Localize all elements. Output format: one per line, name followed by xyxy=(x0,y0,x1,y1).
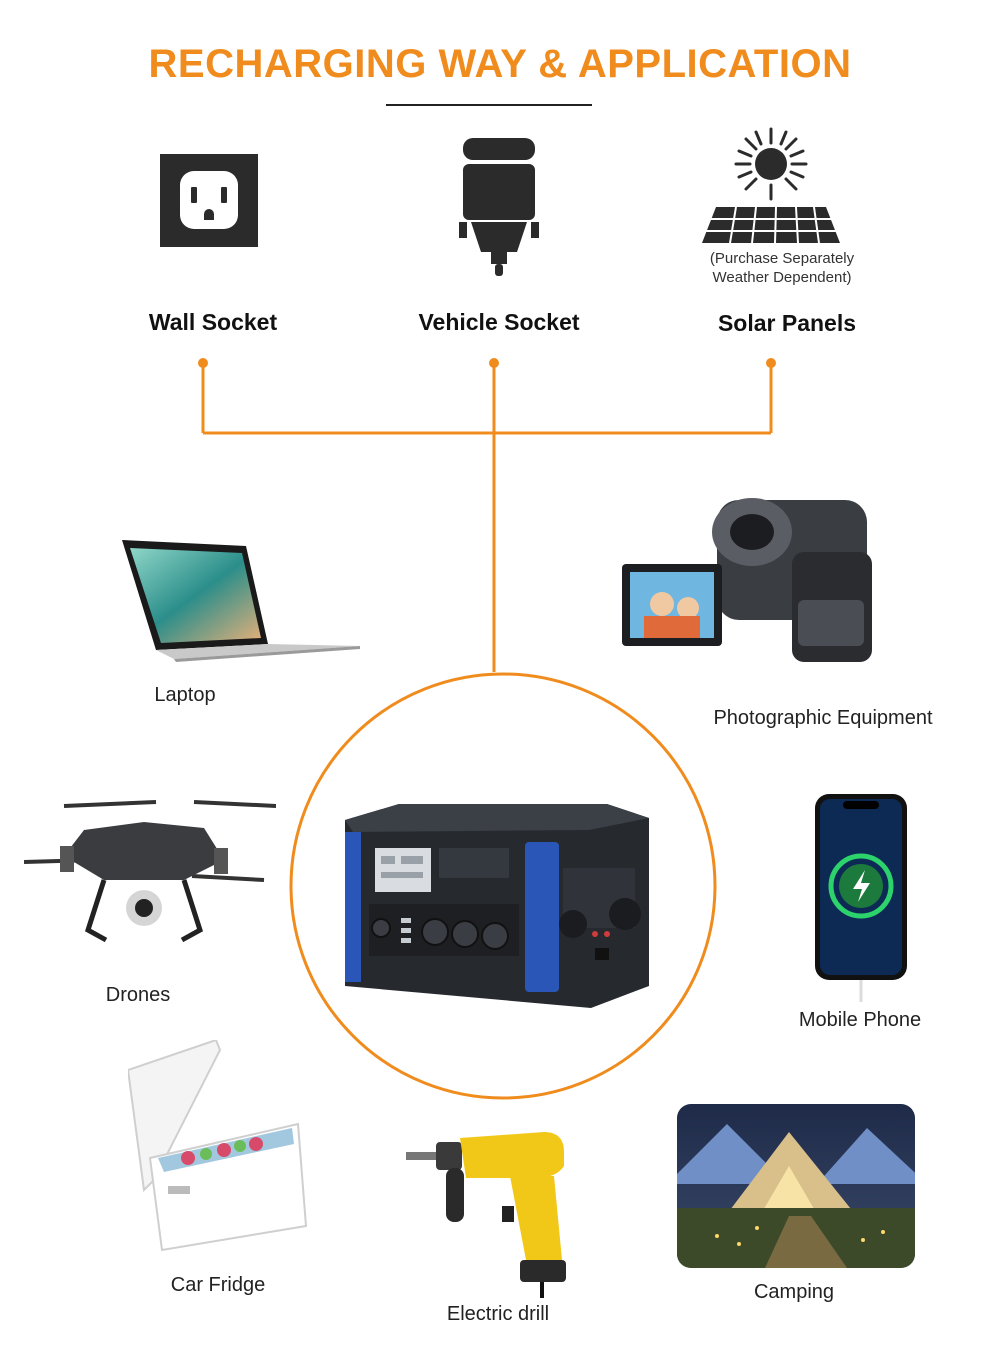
car-fridge-label: Car Fridge xyxy=(170,1274,266,1296)
drones-label: Drones xyxy=(105,984,171,1006)
solar-panels-label: Solar Panels xyxy=(717,310,857,336)
camping-image xyxy=(677,1104,915,1268)
connector-lines xyxy=(198,358,776,672)
vehicle-socket-label: Vehicle Socket xyxy=(418,309,580,335)
solar-panel-icon xyxy=(698,127,848,249)
connector-dot-vehicle xyxy=(489,358,499,368)
solar-note: (Purchase Separately Weather Dependent) xyxy=(687,249,877,287)
power-station-circle xyxy=(289,672,717,1100)
camping-label: Camping xyxy=(753,1281,835,1303)
solar-note-line1: (Purchase Separately xyxy=(709,250,855,267)
connector-dot-wall xyxy=(198,358,208,368)
camcorder-image xyxy=(622,492,877,682)
power-station-image xyxy=(345,804,649,1008)
car-charger-icon xyxy=(459,138,539,283)
title-divider xyxy=(386,104,592,106)
photographic-equipment-label: Photographic Equipment xyxy=(713,707,933,729)
car-fridge-image xyxy=(128,1040,308,1252)
wall-socket-label: Wall Socket xyxy=(148,309,278,335)
mobile-phone-label: Mobile Phone xyxy=(798,1009,922,1031)
electric-drill-image xyxy=(406,1120,582,1300)
wall-socket-icon xyxy=(160,154,258,247)
connector-dot-solar xyxy=(766,358,776,368)
electric-drill-label: Electric drill xyxy=(446,1303,550,1325)
laptop-image xyxy=(118,538,363,663)
solar-note-line2: Weather Dependent) xyxy=(712,269,852,286)
laptop-label: Laptop xyxy=(154,684,216,706)
page-title: RECHARGING WAY & APPLICATION xyxy=(148,42,852,86)
drone-image xyxy=(24,790,276,950)
mobile-phone-image xyxy=(815,794,909,1004)
